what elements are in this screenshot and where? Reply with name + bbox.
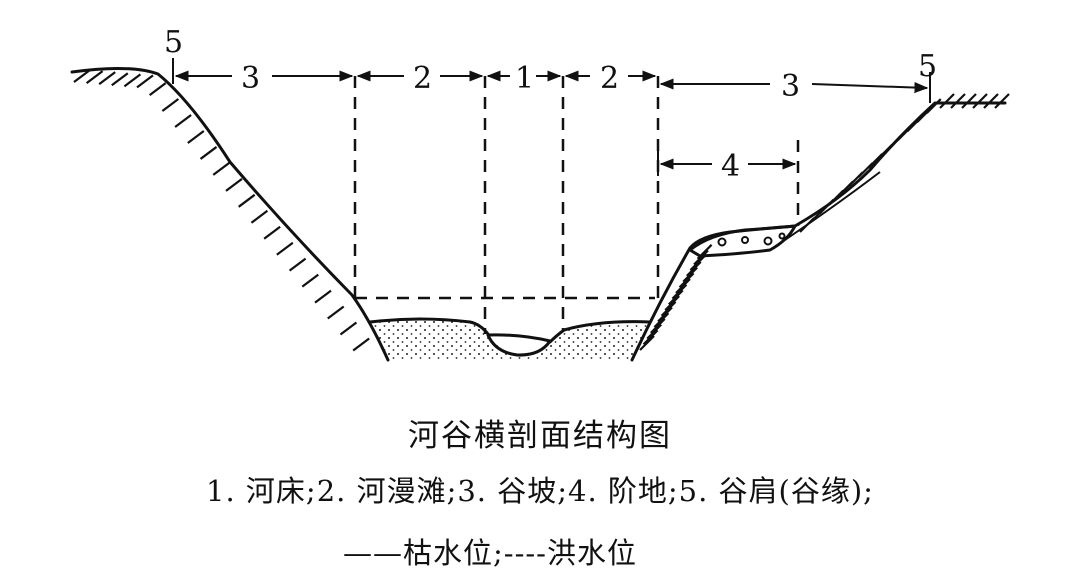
- hatch-stroke: [263, 225, 281, 240]
- label-right-slope: 3: [781, 69, 800, 104]
- label-left-slope: 3: [241, 61, 260, 96]
- hatch-stroke: [339, 321, 358, 336]
- hatch-stroke: [161, 98, 180, 112]
- figure-legend: 1. 河床;2. 河漫滩;3. 谷坡;4. 阶地;5. 谷肩(谷缘);: [206, 474, 874, 508]
- left-slope-hatching: [73, 69, 370, 352]
- hatch-stroke: [98, 71, 116, 86]
- hatch-stroke: [111, 72, 129, 87]
- hatch-stroke: [174, 114, 192, 128]
- hatch-stroke: [314, 289, 332, 304]
- hatch-stroke: [225, 177, 243, 192]
- hatch-stroke: [646, 323, 662, 340]
- hatch-stroke: [352, 337, 370, 352]
- hatch-stroke: [639, 335, 655, 351]
- dim-arrow-right-slope-b: [811, 81, 929, 94]
- hatch-stroke: [994, 93, 1010, 109]
- hatch-stroke: [73, 69, 91, 83]
- hatch-stroke: [653, 312, 670, 328]
- left-valley-slope: [70, 66, 390, 362]
- hatch-stroke: [123, 73, 142, 88]
- hatch-stroke: [136, 74, 154, 89]
- hatch-stroke: [85, 70, 104, 84]
- right-lower-slope: [630, 224, 797, 362]
- hatch-stroke: [668, 289, 684, 306]
- right-slope-hatching: [639, 93, 1010, 351]
- alluvial-deposit: [370, 319, 650, 360]
- hatch-stroke: [327, 305, 345, 320]
- terrace-pebble: [778, 232, 786, 240]
- hatch-stroke: [671, 283, 688, 300]
- hatch-stroke: [925, 98, 942, 114]
- hatch-stroke: [682, 266, 698, 283]
- hatch-stroke: [212, 162, 230, 176]
- hatch-stroke: [675, 278, 691, 294]
- label-right-floodplain: 2: [600, 61, 619, 96]
- hatch-stroke: [187, 130, 205, 144]
- hatch-stroke: [678, 272, 695, 289]
- right-slope-inner-line: [769, 171, 881, 251]
- label-left-shoulder: 5: [164, 25, 183, 60]
- hatch-stroke: [686, 261, 702, 277]
- hatch-stroke: [983, 93, 999, 109]
- terrace-pebble: [763, 236, 773, 246]
- hatch-stroke: [972, 93, 988, 109]
- hatch-stroke: [961, 93, 977, 109]
- hatch-stroke: [939, 93, 955, 109]
- hatch-stroke: [689, 255, 706, 271]
- valley-cross-section-diagram: 5 3 2 1 2 3 4 5: [70, 25, 1010, 362]
- hatch-stroke: [642, 329, 659, 346]
- terrace-pebble: [741, 236, 749, 244]
- label-terrace: 4: [721, 149, 740, 184]
- water-level-key: ——枯水位;----洪水位: [343, 536, 637, 570]
- hatch-stroke: [148, 82, 167, 96]
- hatch-stroke: [276, 241, 294, 256]
- hatch-stroke: [660, 301, 677, 317]
- hatch-stroke: [650, 318, 666, 334]
- label-left-floodplain: 2: [413, 61, 432, 96]
- hatch-stroke: [250, 209, 269, 224]
- hatch-stroke: [199, 146, 218, 160]
- hatch-stroke: [696, 244, 713, 260]
- hatch-stroke: [664, 295, 680, 311]
- low-water-channel: [486, 333, 552, 357]
- hatch-stroke: [693, 249, 709, 266]
- label-channel: 1: [515, 61, 534, 96]
- hatch-stroke: [301, 273, 319, 288]
- hatch-stroke: [288, 257, 307, 272]
- hatch-stroke: [950, 93, 966, 109]
- hatch-stroke: [657, 306, 673, 323]
- hatch-stroke: [238, 193, 256, 208]
- figure-title: 河谷横剖面结构图: [408, 418, 672, 454]
- label-right-shoulder: 5: [918, 49, 937, 84]
- terrace-pebble: [717, 237, 727, 247]
